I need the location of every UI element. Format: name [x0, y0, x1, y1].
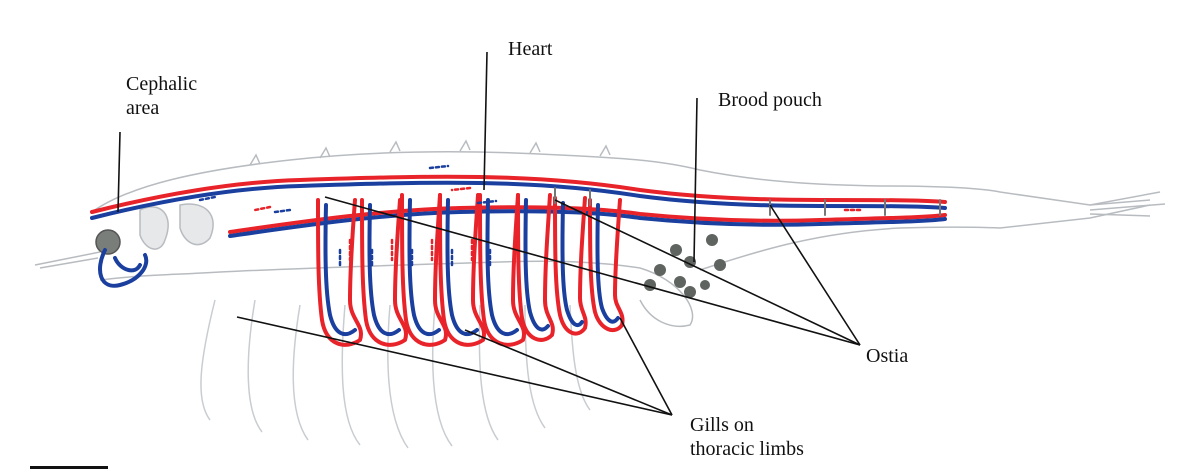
cephalic-label-line1: Cephalic	[126, 72, 197, 96]
gills-leader-1	[237, 317, 672, 415]
gills-leader-2	[465, 330, 672, 415]
circulatory-system	[92, 166, 945, 345]
scale-bar	[30, 466, 108, 469]
cephalic-label-line2: area	[126, 96, 197, 120]
heart-leader	[484, 52, 487, 190]
mandible	[180, 204, 213, 245]
cephalic-leader	[118, 132, 120, 212]
dorsal-spines	[250, 141, 610, 165]
gills-label-line1: Gills on	[690, 413, 804, 437]
eye	[96, 230, 120, 254]
gills-label: Gills on thoracic limbs	[690, 413, 804, 461]
gills-leader-3	[620, 318, 672, 415]
gill-loops	[318, 195, 623, 345]
gills-label-line2: thoracic limbs	[690, 437, 804, 461]
cephalic-area-label: Cephalic area	[126, 72, 197, 120]
heart-label: Heart	[508, 37, 552, 61]
ostia-label: Ostia	[866, 344, 908, 368]
antenna	[35, 252, 100, 268]
head-loop-inner	[115, 258, 140, 270]
antennule	[140, 207, 168, 249]
brood-pouch-leader	[694, 98, 697, 262]
brood-pouch-label: Brood pouch	[718, 88, 822, 112]
